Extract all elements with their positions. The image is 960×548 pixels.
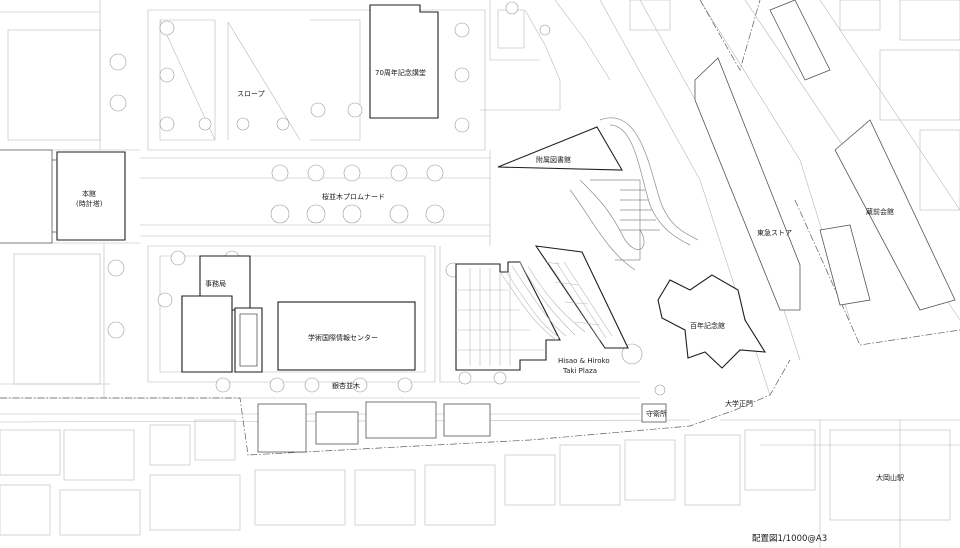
label-anniversary-hall: 70周年記念講堂 bbox=[375, 68, 426, 77]
library-garden bbox=[569, 117, 699, 271]
label-slope: スロープ bbox=[237, 90, 265, 98]
label-main-building-sub: (時計塔) bbox=[76, 199, 103, 208]
label-plaza-line2: Taki Plaza bbox=[562, 367, 597, 375]
label-main-building: 本館 bbox=[82, 189, 96, 198]
label-centennial-hall: 百年記念館 bbox=[690, 321, 725, 330]
label-kuramae-hall: 蔵前会館 bbox=[866, 207, 894, 216]
label-station: 大岡山駅 bbox=[876, 473, 904, 482]
label-guard-house: 守衛所 bbox=[646, 409, 667, 418]
south-buildings bbox=[257, 401, 491, 453]
tokyu-store-footprint bbox=[694, 57, 801, 311]
label-main-gate: 大学正門 bbox=[725, 399, 753, 408]
anniversary-hall-footprint bbox=[369, 4, 439, 119]
info-center-footprint bbox=[277, 301, 416, 371]
kuramae-hall-footprint bbox=[834, 119, 956, 311]
label-plaza-line1: Hisao & Hiroko bbox=[558, 357, 610, 365]
admin-office-footprint bbox=[181, 255, 263, 373]
taki-plaza-building bbox=[455, 245, 629, 371]
library-footprint bbox=[497, 126, 623, 171]
label-promenade: 桜並木プロムナード bbox=[322, 192, 385, 201]
centennial-hall-footprint bbox=[657, 274, 767, 369]
label-library: 附属図書館 bbox=[536, 155, 571, 164]
northeast-building bbox=[769, 0, 831, 81]
label-tokyu-store: 東急ストア bbox=[757, 228, 792, 237]
label-admin-office: 事務局 bbox=[205, 279, 226, 288]
neighbourhood-blocks bbox=[0, 0, 960, 536]
scale-caption: 配置図1/1000@A3 bbox=[752, 534, 827, 544]
campus-boundary bbox=[0, 0, 960, 456]
trees bbox=[107, 1, 666, 396]
kuramae-annex bbox=[819, 224, 871, 306]
label-ginkgo-avenue: 銀杏並木 bbox=[332, 381, 360, 390]
map-labels: 70周年記念講堂 スロープ 本館 (時計塔) 附属図書館 桜並木プロムナード 事… bbox=[76, 68, 904, 482]
label-info-center: 学術国際情報センター bbox=[308, 333, 378, 342]
guard-house-footprint bbox=[641, 403, 667, 423]
main-building bbox=[0, 149, 126, 244]
